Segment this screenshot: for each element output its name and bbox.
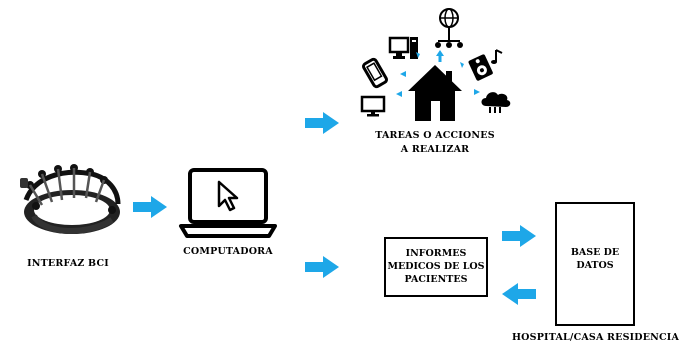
arrow-reports-to-database [502,225,536,247]
arrow-to-tasks [305,112,339,134]
database-line2: DATOS [576,260,614,271]
tasks-label-line2: A REALIZAR [400,144,470,155]
patient-reports-box: INFORMES MEDICOS DE LOS PACIENTES [384,237,488,297]
reports-line1: INFORMES [405,248,467,259]
bci-headset-icon [20,164,121,234]
tasks-label-line1: TAREAS O ACCIONES [375,130,495,141]
globe-network-icon [435,8,463,48]
reports-line3: PACIENTES [404,274,468,285]
bci-label: INTERFAZ BCI [27,258,109,269]
arrow-database-to-reports [502,283,536,305]
hospital-label: HOSPITAL/CASA RESIDENCIA [512,332,680,343]
monitor-icon [360,95,386,117]
desktop-pc-icon [388,36,418,59]
arrow-to-reports [305,256,339,278]
database-box: BASE DE DATOS [555,202,635,326]
house-icon [408,65,462,121]
mobile-phone-icon [362,57,388,89]
arrow-bci-to-computer [133,196,167,218]
speaker-music-icon [468,49,503,81]
reports-line2: MEDICOS DE LOS [387,261,485,272]
cloud-icon [481,92,511,113]
database-line1: BASE DE [570,247,620,258]
laptop-icon [179,168,277,238]
house-arrows [396,50,480,97]
computer-label: COMPUTADORA [183,246,273,257]
